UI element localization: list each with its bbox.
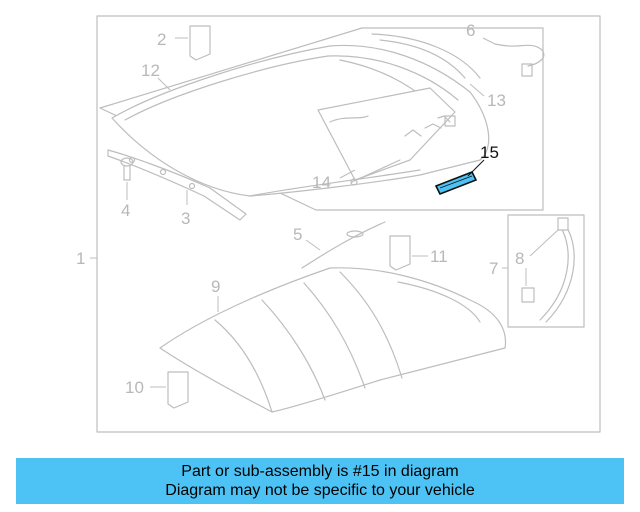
clip-10 [167, 371, 189, 409]
callout-11: 11 [430, 247, 448, 266]
callout-3: 3 [181, 209, 190, 228]
rod-5 [301, 221, 386, 269]
leader-8 [529, 229, 559, 257]
leader-13 [469, 83, 485, 97]
callout-4: 4 [121, 201, 130, 220]
right-frame [507, 214, 585, 328]
callout-2: 2 [157, 30, 166, 49]
callout-10: 10 [125, 378, 144, 397]
callout-7: 7 [489, 259, 498, 278]
rear-window-trim [371, 33, 481, 79]
leader-5 [305, 239, 321, 251]
leader-15 [467, 159, 485, 177]
clip-11 [389, 235, 411, 271]
screw [120, 157, 134, 181]
part-15-weatherstrip[interactable] [434, 170, 478, 196]
parts-diagram: 1 2 3 4 5 6 7 8 9 10 11 12 13 14 15 [76, 15, 601, 433]
soft-top [159, 267, 507, 413]
callout-14: 14 [312, 173, 331, 192]
info-banner: Part or sub-assembly is #15 in diagram D… [16, 458, 624, 504]
leader-6 [482, 37, 496, 45]
callout-15[interactable]: 15 [480, 143, 499, 162]
callout-5: 5 [293, 225, 302, 244]
seal-8 [521, 217, 575, 323]
callout-12: 12 [141, 61, 160, 80]
callout-8: 8 [515, 249, 524, 268]
outer-frame [96, 15, 601, 433]
banner-line-1: Part or sub-assembly is #15 in diagram [181, 463, 459, 480]
leader-12 [157, 77, 171, 91]
side-molding [107, 149, 247, 221]
callout-6: 6 [466, 21, 475, 40]
banner-line-2: Diagram may not be specific to your vehi… [165, 482, 475, 499]
clip-2 [189, 25, 211, 61]
leader-14 [339, 169, 356, 179]
cable-6 [494, 43, 545, 77]
callout-13: 13 [487, 91, 506, 110]
callout-1: 1 [76, 249, 85, 268]
inner-liner [317, 87, 456, 186]
callout-9: 9 [211, 277, 220, 296]
